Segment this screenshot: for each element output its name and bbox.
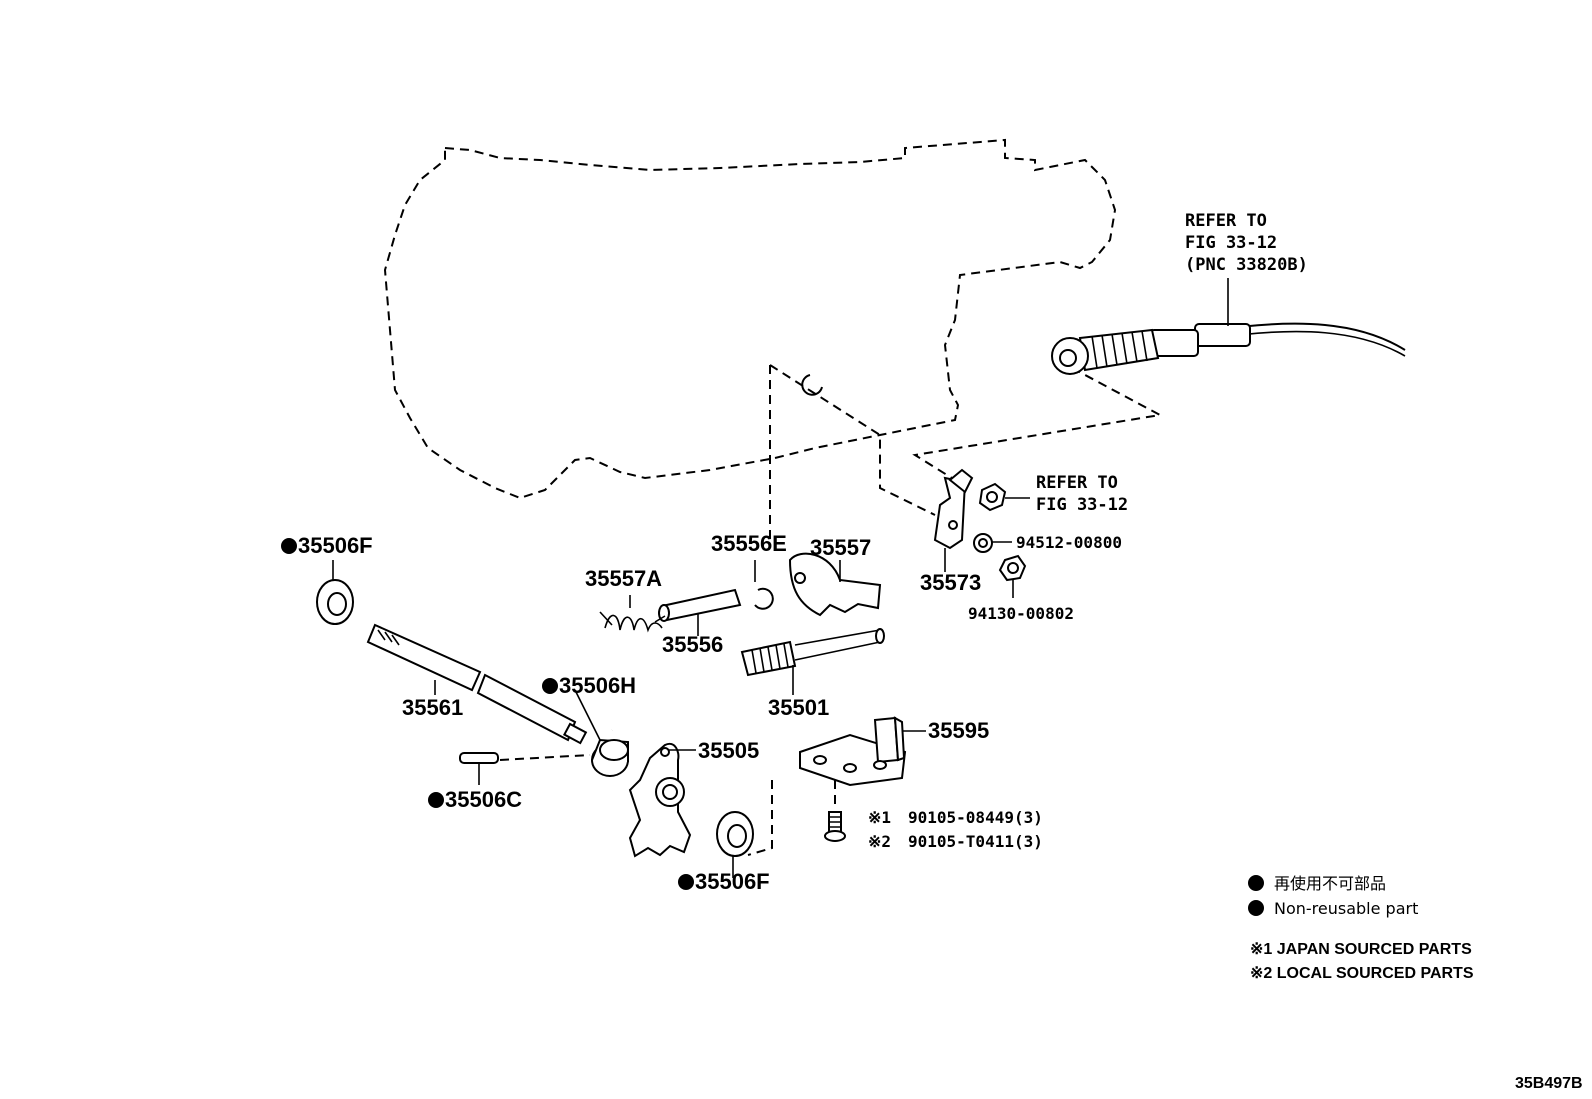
seal-35506F-top <box>316 579 354 625</box>
nonreusable-dot <box>542 678 558 694</box>
cable-ref-line2: FIG 33-12 <box>1185 233 1277 253</box>
label-94130: 94130-00802 <box>968 604 1074 623</box>
label-35506F-bottom: 35506F <box>695 869 770 894</box>
label-35557A: 35557A <box>585 566 662 591</box>
bolt1-mark: ※1 <box>868 808 891 827</box>
figure-code: 35B497B <box>1515 1075 1583 1092</box>
label-35506C: 35506C <box>445 787 522 812</box>
cable-ref-line3: (PNC 33820B) <box>1185 255 1308 275</box>
seal-35506F-bottom <box>716 811 754 857</box>
nut-94130 <box>998 554 1027 582</box>
nut-bracket <box>978 482 1007 512</box>
label-35556: 35556 <box>662 632 723 657</box>
label-35561: 35561 <box>402 695 463 720</box>
dashed-guide-seal <box>747 780 773 856</box>
label-bolt2: 90105-T0411(3) <box>908 832 1043 851</box>
nonreusable-dot <box>428 792 444 808</box>
bracket-ref-line1: REFER TO <box>1036 473 1118 493</box>
legend-dot-jp <box>1248 875 1264 891</box>
bolt <box>824 811 846 842</box>
cable-ref-line1: REFER TO <box>1185 211 1267 231</box>
lever-35505 <box>628 742 692 858</box>
shaft-hole-ring <box>801 374 823 396</box>
rod-35501 <box>609 628 885 731</box>
label-35506F-top: 35506F <box>298 533 373 558</box>
legend-nonreusable-en: Non-reusable part <box>1274 899 1418 918</box>
legend-dot-en <box>1248 900 1264 916</box>
pin-35556 <box>658 588 742 622</box>
label-bolt1: 90105-08449(3) <box>908 808 1043 827</box>
nonreusable-dot <box>678 874 694 890</box>
nonreusable-dot <box>281 538 297 554</box>
label-35595: 35595 <box>928 718 989 743</box>
legend-japan-sourced: ※1 JAPAN SOURCED PARTS <box>1250 941 1472 958</box>
shaft-35561 <box>366 623 588 745</box>
dashed-guide-cable <box>912 367 1164 481</box>
label-35556E: 35556E <box>711 531 787 556</box>
lever-35557 <box>788 552 882 617</box>
nut-94512 <box>973 533 993 553</box>
snap-ring-35556E <box>754 587 774 610</box>
label-35557: 35557 <box>810 535 871 560</box>
bracket-35573 <box>933 468 974 550</box>
bracket-ref-line2: FIG 33-12 <box>1036 495 1128 515</box>
legend-nonreusable-jp: 再使用不可部品 <box>1274 874 1386 893</box>
transmission-outline <box>383 138 1117 500</box>
label-94512: 94512-00800 <box>1016 533 1122 552</box>
shift-cable-upper <box>1051 322 1406 375</box>
plate-35595 <box>799 716 907 787</box>
pin-35506C <box>459 752 499 764</box>
dashed-guide-pin <box>499 754 591 761</box>
label-35501: 35501 <box>768 695 829 720</box>
label-35505: 35505 <box>698 738 759 763</box>
collar-35506H <box>591 738 629 777</box>
dashed-guide-diagonal <box>769 364 936 516</box>
label-35573: 35573 <box>920 570 981 595</box>
spring-35557A <box>599 611 666 633</box>
bolt2-mark: ※2 <box>868 832 891 851</box>
label-35506H: 35506H <box>559 673 636 698</box>
legend-local-sourced: ※2 LOCAL SOURCED PARTS <box>1250 965 1474 982</box>
